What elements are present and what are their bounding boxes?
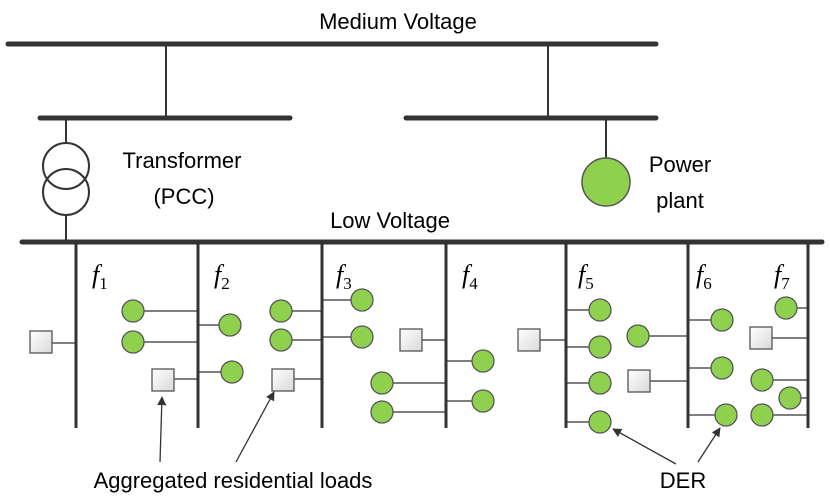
branch-lines — [42, 299, 808, 423]
pcc-label: (PCC) — [153, 184, 214, 209]
der-units — [121, 288, 802, 434]
feeder-lines — [74, 242, 810, 428]
transformer-label: Transformer — [123, 148, 242, 173]
arrow-to-der-f5 — [612, 428, 677, 465]
der-circle — [750, 368, 774, 392]
power-plant-icon — [581, 118, 631, 207]
der-circle — [350, 325, 374, 349]
aggregated-loads — [29, 326, 773, 393]
der-circle — [588, 335, 612, 359]
der-circle — [588, 371, 612, 395]
der-circle — [471, 349, 495, 373]
der-circle — [220, 360, 244, 384]
feeder-labels: f1 f2 f3 f4 f5 f6 f7 — [92, 260, 790, 293]
der-circle — [121, 299, 145, 323]
transformer-icon — [42, 118, 90, 242]
plant-label: plant — [656, 188, 704, 213]
der-circle — [370, 400, 394, 424]
der-circle — [778, 386, 802, 410]
low-voltage-label: Low Voltage — [330, 208, 450, 233]
der-circle — [750, 403, 774, 427]
der-circle — [710, 308, 734, 332]
der-circle — [121, 330, 145, 354]
power-label: Power — [649, 152, 711, 177]
arrow-to-load-f1 — [157, 396, 167, 463]
annotation-arrows — [157, 391, 721, 465]
load-square — [399, 328, 423, 352]
feeder-label-f4: f4 — [462, 260, 478, 293]
der-circle — [471, 389, 495, 413]
load-square — [271, 368, 295, 392]
load-square — [627, 369, 651, 393]
feeder-label-f6: f6 — [696, 260, 712, 293]
feeder-label-f5: f5 — [578, 260, 594, 293]
der-circle — [269, 328, 293, 352]
load-square — [29, 330, 53, 354]
der-circle — [774, 296, 798, 320]
feeder-label-f7: f7 — [774, 260, 790, 293]
load-square — [151, 368, 175, 392]
feeder-label-f2: f2 — [214, 260, 230, 293]
aggregated-loads-label: Aggregated residential loads — [94, 468, 373, 493]
der-circle — [626, 324, 650, 348]
der-circle — [350, 288, 374, 312]
load-square — [749, 326, 773, 350]
der-circle — [269, 299, 293, 323]
der-circle — [588, 298, 612, 322]
der-circle — [370, 371, 394, 395]
der-circle — [714, 403, 738, 427]
feeder-label-f3: f3 — [336, 260, 352, 293]
load-square — [517, 328, 541, 352]
der-label: DER — [660, 468, 706, 493]
der-circle — [218, 313, 242, 337]
medium-voltage-label: Medium Voltage — [319, 9, 477, 34]
arrow-to-der-f6 — [697, 427, 721, 463]
der-circle — [710, 356, 734, 380]
der-circle — [588, 410, 612, 434]
arrow-to-load-f2 — [235, 391, 275, 463]
feeder-label-f1: f1 — [92, 260, 108, 293]
